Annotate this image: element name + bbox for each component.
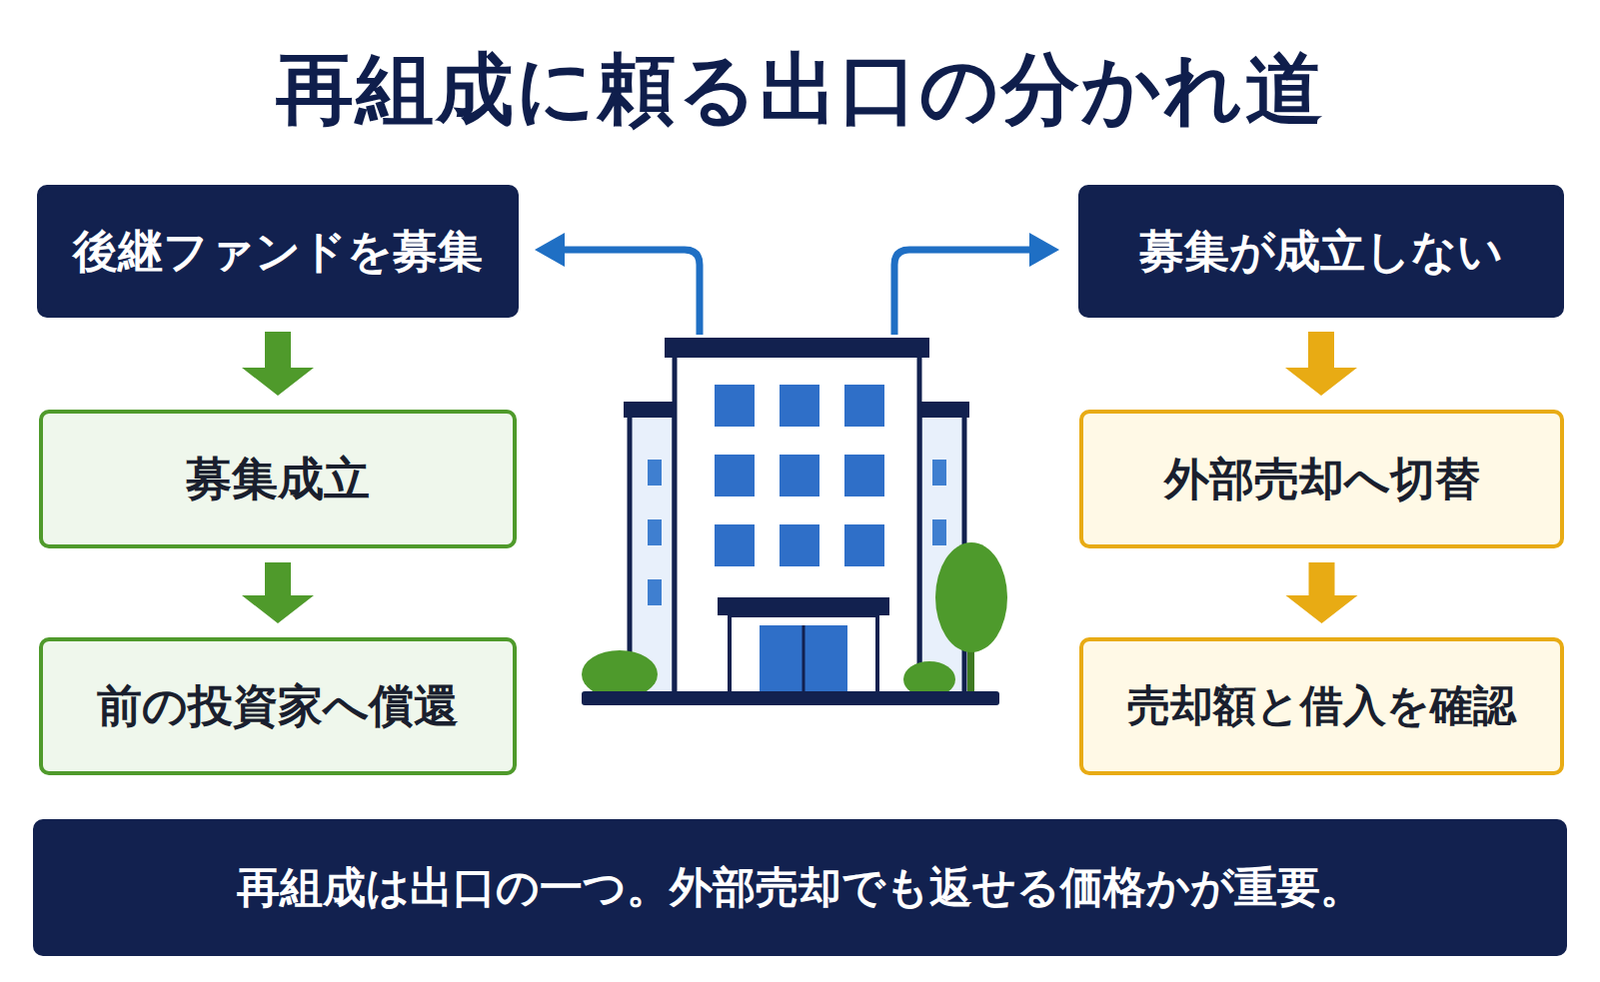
node-label: 前の投資家へ償還 bbox=[96, 676, 459, 737]
branch-head bbox=[1029, 232, 1060, 267]
node-label: 外部売却へ切替 bbox=[1164, 449, 1481, 510]
start-box: 後継ファンドを募集 bbox=[36, 184, 519, 318]
diagram-title: 再組成に頼る出口の分かれ道 bbox=[0, 37, 1600, 143]
summary-band: 再組成は出口の一つ。外部売却でも返せる価格かが重要。 bbox=[32, 819, 1568, 957]
branch-line bbox=[559, 249, 700, 335]
fallback-box: 売却額と借入を確認 bbox=[1079, 637, 1565, 776]
branch-line bbox=[894, 249, 1030, 335]
flow-arrow bbox=[1285, 331, 1358, 396]
branch-head bbox=[534, 232, 565, 267]
node-label: 募集成立 bbox=[185, 448, 370, 511]
node-label: 後継ファンドを募集 bbox=[72, 221, 483, 282]
success-box: 前の投資家へ償還 bbox=[38, 637, 517, 776]
fallback-box: 外部売却へ切替 bbox=[1079, 409, 1565, 549]
success-box: 募集成立 bbox=[38, 409, 517, 549]
flow-arrow bbox=[241, 331, 314, 396]
node-label: 募集が成立しない bbox=[1139, 221, 1504, 282]
start-box: 募集が成立しない bbox=[1078, 184, 1565, 318]
node-label: 再組成は出口の一つ。外部売却でも返せる価格かが重要。 bbox=[236, 859, 1364, 918]
flow-arrow bbox=[1286, 562, 1359, 624]
flow-arrow bbox=[241, 562, 314, 624]
node-label: 売却額と借入を確認 bbox=[1127, 677, 1517, 736]
